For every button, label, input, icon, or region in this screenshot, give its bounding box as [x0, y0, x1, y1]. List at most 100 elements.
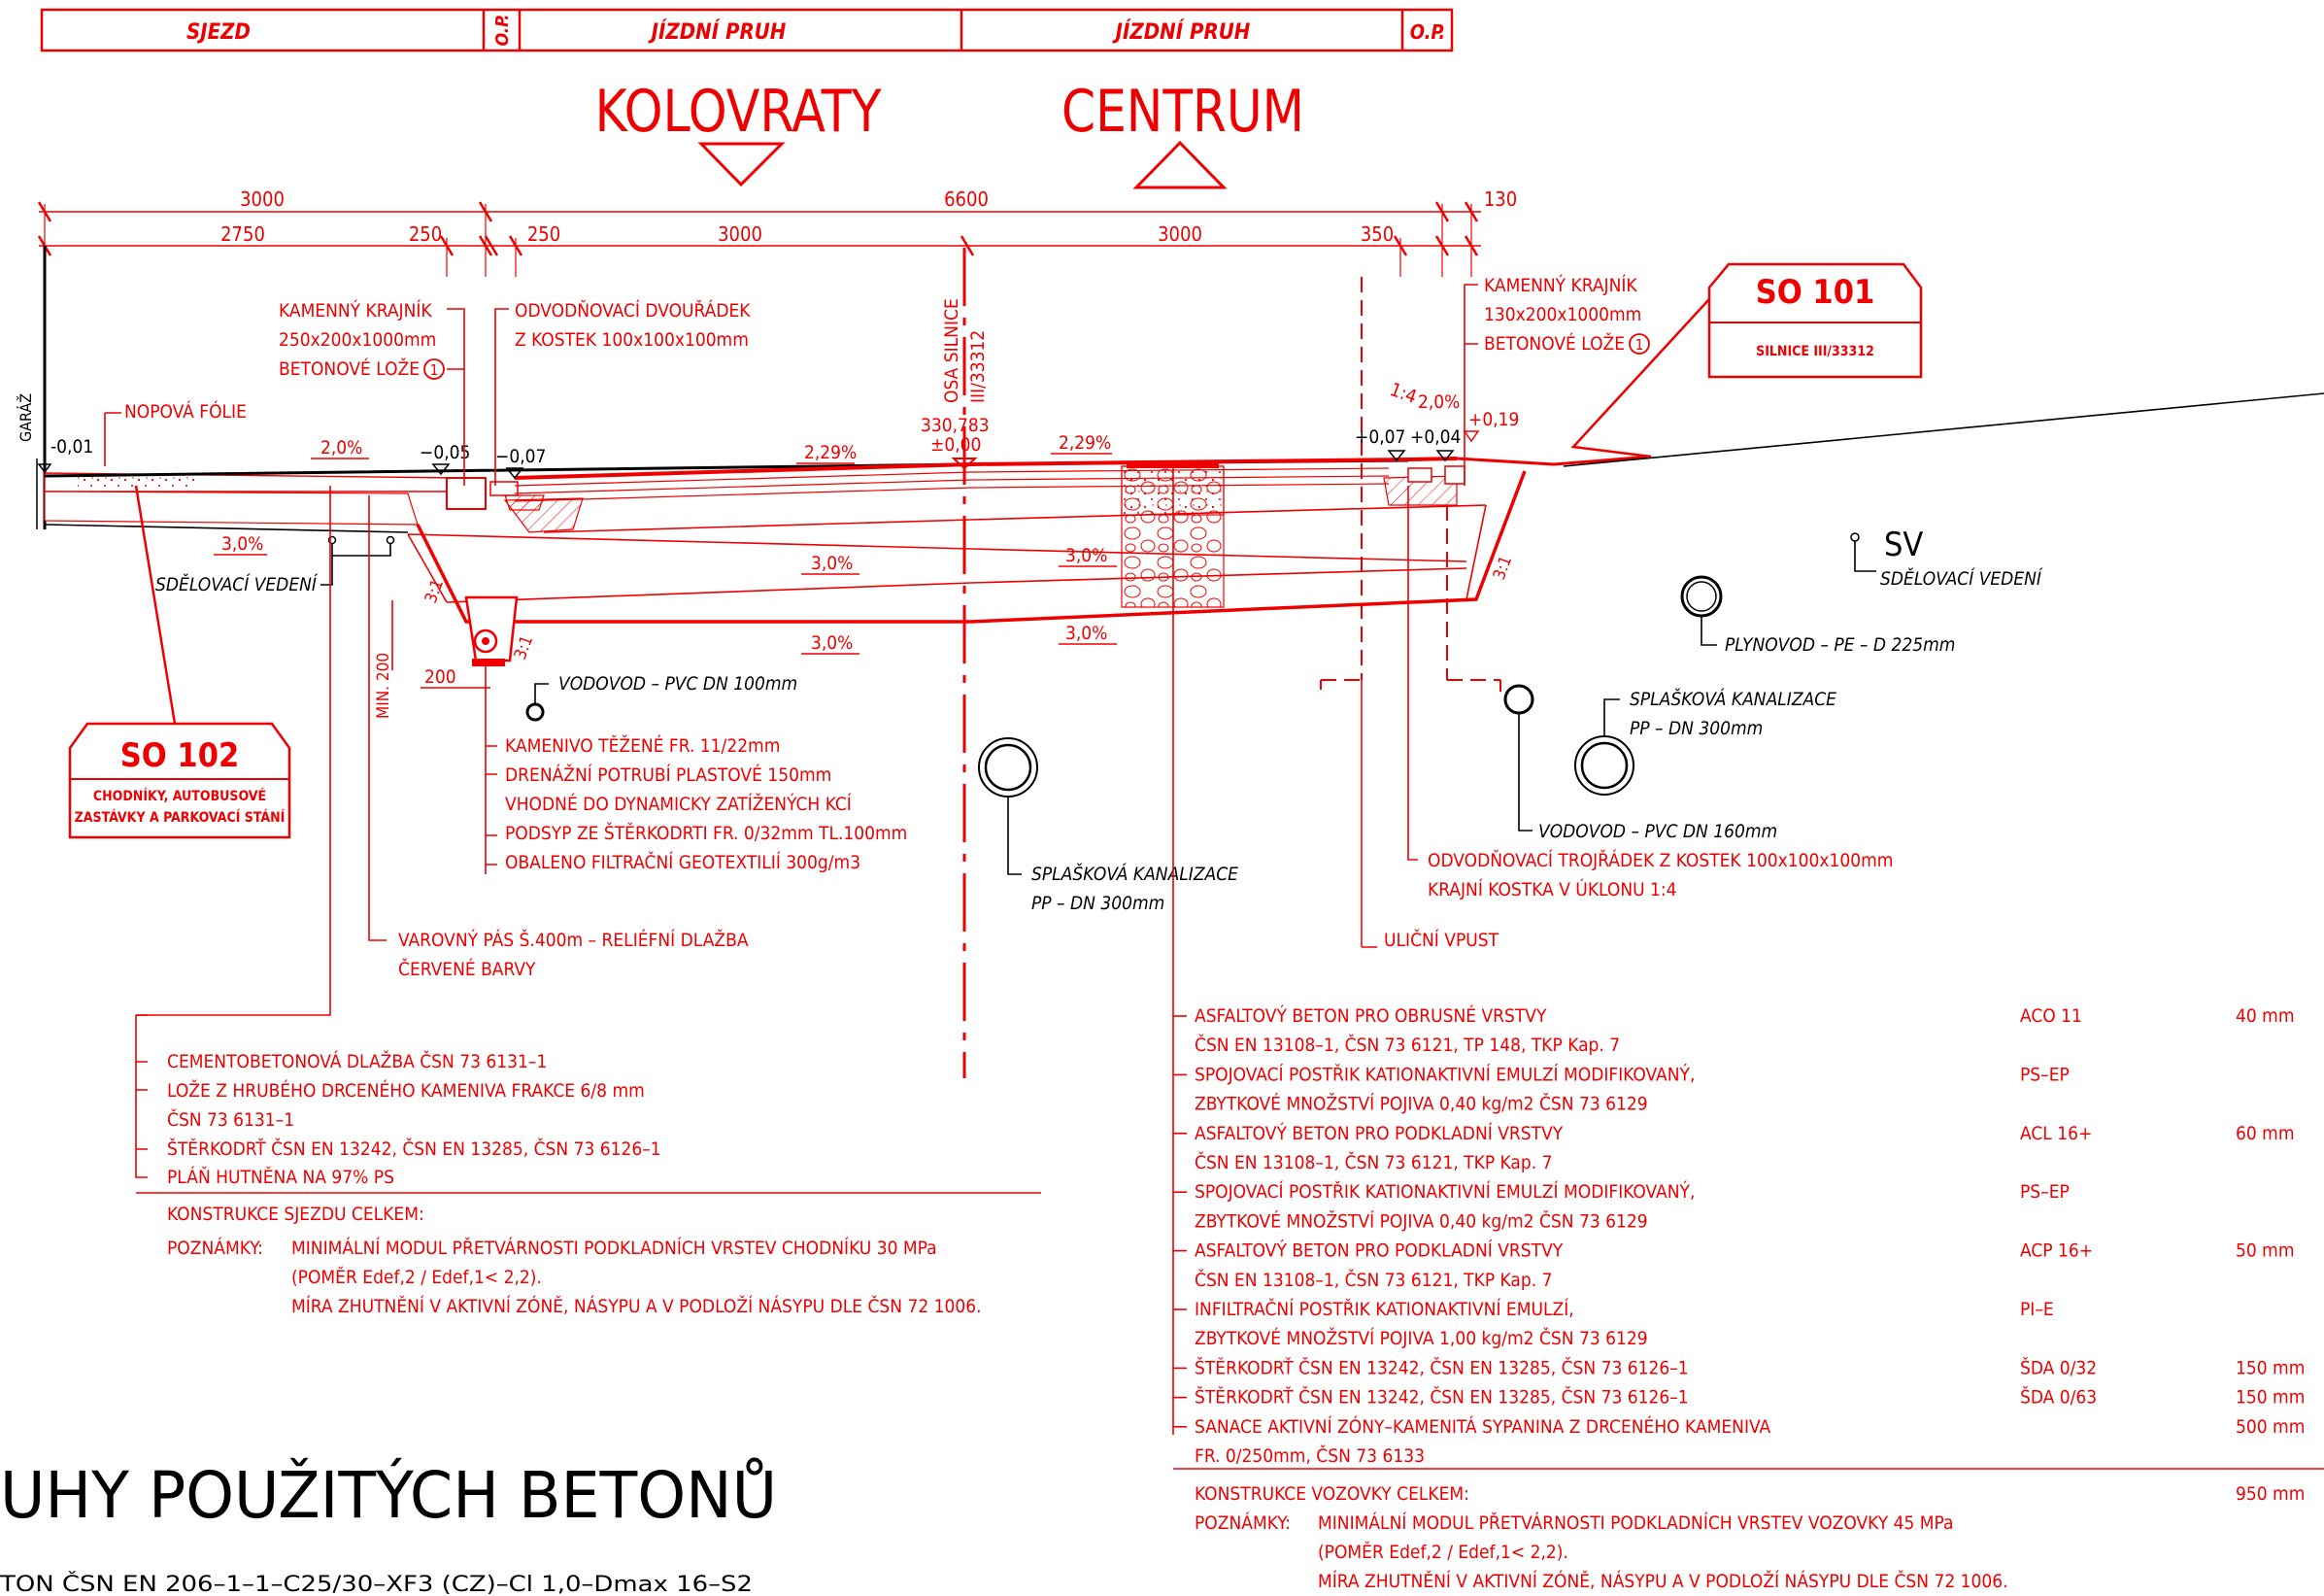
- left-spec-note-1: MINIMÁLNÍ MODUL PŘETVÁRNOSTI PODKLADNÍCH…: [291, 1237, 937, 1259]
- curb-left-3: BETONOVÉ LOŽE: [279, 357, 420, 380]
- header-lane-right: JÍZDNÍ PRUH: [1112, 19, 1251, 45]
- slope-7: 3,0%: [811, 632, 853, 654]
- so101-title: SO 101: [1756, 273, 1875, 312]
- directions: KOLOVRATY CENTRUM: [595, 78, 1304, 189]
- level-5: ±0,00: [930, 434, 981, 456]
- slope-8: 3,0%: [1065, 623, 1107, 644]
- sewer-right-1: SPLAŠKOVÁ KANALIZACE: [1630, 687, 1836, 710]
- right-spec-row-text: ASFALTOVÝ BETON PRO PODKLADNÍ VRSTVY: [1195, 1122, 1564, 1144]
- right-spec-row-code: ACO 11: [2020, 1005, 2082, 1027]
- dim-250-a: 250: [409, 222, 442, 246]
- right-spec-total-thk: 950 mm: [2236, 1483, 2305, 1505]
- right-spec-row-thickness: 50 mm: [2236, 1240, 2294, 1262]
- so101-callout: SO 101 SILNICE III/33312: [1570, 262, 1923, 458]
- slope-1: 2,0%: [320, 437, 362, 458]
- level-3: −0,07: [495, 446, 546, 467]
- right-spec-row-code: ŠDA 0/63: [2020, 1385, 2097, 1409]
- right-spec-row-text: SANACE AKTIVNÍ ZÓNY–KAMENITÁ SYPANINA Z …: [1195, 1414, 1770, 1438]
- water-160-label: VODOVOD – PVC DN 160mm: [1538, 821, 1777, 842]
- level-4: 330,783: [921, 415, 990, 436]
- header-op-left: O.P.: [492, 15, 513, 47]
- slope-5: 3,0%: [811, 553, 853, 574]
- axis-label-1: OSA SILNICE: [941, 298, 962, 403]
- drain-spec-1: KAMENIVO TĚŽENÉ FR. 11/22mm: [505, 734, 780, 757]
- header-op-right: O.P.: [1410, 20, 1446, 44]
- right-spec-row-text: SPOJOVACÍ POSTŘIK KATIONAKTIVNÍ EMULZÍ M…: [1195, 1180, 1695, 1203]
- left-spec-total: KONSTRUKCE SJEZDU CELKEM:: [167, 1204, 424, 1225]
- right-spec-row-text: ČSN EN 13108–1, ČSN 73 6121, TKP Kap. 7: [1195, 1268, 1553, 1291]
- right-spec-note-1: MINIMÁLNÍ MODUL PŘETVÁRNOSTI PODKLADNÍCH…: [1318, 1511, 1953, 1534]
- concrete-heading: UHY POUŽITÝCH BETONŮ: [0, 1457, 777, 1533]
- drain-right-1: ODVODŇOVACÍ TROJŘÁDEK Z KOSTEK 100x100x1…: [1428, 849, 1893, 871]
- right-spec-row-text: ČSN EN 13108–1, ČSN 73 6121, TKP Kap. 7: [1195, 1150, 1553, 1173]
- sv-label: SV: [1884, 526, 1923, 564]
- curb-left-circle-num: 1: [430, 361, 439, 379]
- slope-10: 1:4: [1387, 379, 1419, 408]
- trench-dims: 200 MIN. 200: [374, 600, 490, 719]
- slope-11: 3:1: [421, 577, 448, 606]
- dimensions: 3000 6600 130 2750 250 250 3000 3000 350: [37, 187, 1517, 457]
- left-spec-notes-label: POZNÁMKY:: [167, 1237, 263, 1259]
- curb-left-2: 250x200x1000mm: [279, 329, 436, 351]
- left-spec: CEMENTOBETONOVÁ DLAŽBA ČSN 73 6131–1 LOŽ…: [135, 486, 1041, 1317]
- left-spec-line-3: ČSN 73 6131–1: [167, 1107, 294, 1131]
- right-spec-note-3: MÍRA ZHUTNĚNÍ V AKTIVNÍ ZÓNĚ, NÁSYPU A V…: [1318, 1569, 2008, 1592]
- inlet-label: ULIČNÍ VPUST: [1384, 928, 1499, 951]
- right-spec-row-text: ASFALTOVÝ BETON PRO PODKLADNÍ VRSTVY: [1195, 1239, 1564, 1262]
- so102-callout: SO 102 CHODNÍKY, AUTOBUSOVÉ ZASTÁVKY A P…: [68, 485, 291, 839]
- right-spec-row-thickness: 40 mm: [2236, 1005, 2294, 1027]
- dim-250-b: 250: [527, 222, 560, 246]
- level-7: +0,04: [1410, 426, 1461, 448]
- drain-left-1: ODVODŇOVACÍ DVOUŘÁDEK: [515, 299, 751, 322]
- warning-1: VAROVNÝ PÁS Š.400m – RELIÉFNÍ DLAŽBA: [398, 928, 749, 951]
- right-spec-row-thickness: 150 mm: [2236, 1357, 2305, 1378]
- right-spec-total: KONSTRUKCE VOZOVKY CELKEM:: [1195, 1483, 1469, 1505]
- right-spec-row-thickness: 500 mm: [2236, 1416, 2305, 1438]
- labels: GARÁŽ NOPOVÁ FÓLIE KAMENNÝ KRAJNÍK 250x2…: [17, 262, 2043, 980]
- right-spec-row-code: PI–E: [2020, 1299, 2054, 1320]
- left-spec-line-5: PLÁŇ HUTNĚNA NA 97% PS: [167, 1166, 394, 1188]
- sewer-mid-2: PP – DN 300mm: [1031, 893, 1164, 914]
- curb-right-2: 130x200x1000mm: [1484, 304, 1641, 325]
- header-table: SJEZD O.P. JÍZDNÍ PRUH JÍZDNÍ PRUH O.P.: [40, 8, 1454, 52]
- warning-2: ČERVENÉ BARVY: [398, 957, 536, 980]
- right-spec-row-text: ŠTĚRKODRŤ ČSN EN 13242, ČSN EN 13285, ČS…: [1195, 1355, 1689, 1378]
- curb-right-3: BETONOVÉ LOŽE: [1484, 332, 1625, 355]
- dim-200: 200: [424, 666, 456, 688]
- drain-spec-3: VHODNÉ DO DYNAMICKY ZATÍŽENÝCH KCÍ: [505, 793, 852, 815]
- right-spec-row-code: ACL 16+: [2020, 1123, 2092, 1144]
- dim-3000-lane-left: 3000: [718, 222, 762, 246]
- left-spec-note-3: MÍRA ZHUTNĚNÍ V AKTIVNÍ ZÓNĚ, NÁSYPU A V…: [291, 1294, 982, 1317]
- drain-spec-5: OBALENO FILTRAČNÍ GEOTEXTILIÍ 300g/m3: [505, 850, 860, 873]
- direction-down-triangle: [697, 142, 786, 187]
- concrete-spec: TON ČSN EN 206–1–1–C25/30–XF3 (CZ)–Cl 1,…: [0, 1572, 753, 1596]
- right-spec-row-code: ACP 16+: [2020, 1240, 2093, 1262]
- so102-subtitle-2: ZASTÁVKY A PARKOVACÍ STÁNÍ: [75, 809, 286, 826]
- slope-12: 3:1: [511, 633, 537, 662]
- curb-right-1: KAMENNÝ KRAJNÍK: [1484, 274, 1637, 296]
- drain-right-2: KRAJNÍ KOSTKA V ÚKLONU 1:4: [1428, 877, 1677, 900]
- gas-label: PLYNOVOD – PE – D 225mm: [1725, 634, 1955, 656]
- right-spec-row-text: ŠTĚRKODRŤ ČSN EN 13242, ČSN EN 13285, ČS…: [1195, 1385, 1689, 1409]
- sewer-right-2: PP – DN 300mm: [1630, 718, 1763, 739]
- slope-4: 2,29%: [1059, 432, 1111, 454]
- dim-350: 350: [1361, 222, 1394, 246]
- left-spec-line-2: LOŽE Z HRUBÉHO DRCENÉHO KAMENIVA FRAKCE …: [167, 1079, 645, 1102]
- levels: -0,01 −0,05 −0,07 330,783 ±0,00 +0,07 +0…: [37, 409, 1519, 480]
- dim-3000-top: 3000: [240, 187, 285, 211]
- right-spec-row-text: SPOJOVACÍ POSTŘIK KATIONAKTIVNÍ EMULZÍ M…: [1195, 1063, 1695, 1085]
- dim-130: 130: [1484, 187, 1517, 211]
- right-spec-row-text: ZBYTKOVÉ MNOŽSTVÍ POJIVA 0,40 kg/m2 ČSN …: [1195, 1092, 1648, 1115]
- right-spec-row-text: ZBYTKOVÉ MNOŽSTVÍ POJIVA 1,00 kg/m2 ČSN …: [1195, 1326, 1648, 1349]
- telecom-left: SDĚLOVACÍ VEDENÍ: [155, 573, 319, 595]
- so101-subtitle: SILNICE III/33312: [1756, 344, 1874, 359]
- telecom-right: SDĚLOVACÍ VEDENÍ: [1880, 567, 2043, 590]
- curb-right-circle-num: 1: [1635, 336, 1644, 354]
- level-2: −0,05: [420, 442, 470, 463]
- left-spec-line-1: CEMENTOBETONOVÁ DLAŽBA ČSN 73 6131–1: [167, 1049, 547, 1072]
- dim-6600: 6600: [944, 187, 989, 211]
- direction-up-triangle: [1132, 140, 1228, 189]
- level-1: -0,01: [51, 436, 93, 458]
- curb-left-1: KAMENNÝ KRAJNÍK: [279, 299, 432, 322]
